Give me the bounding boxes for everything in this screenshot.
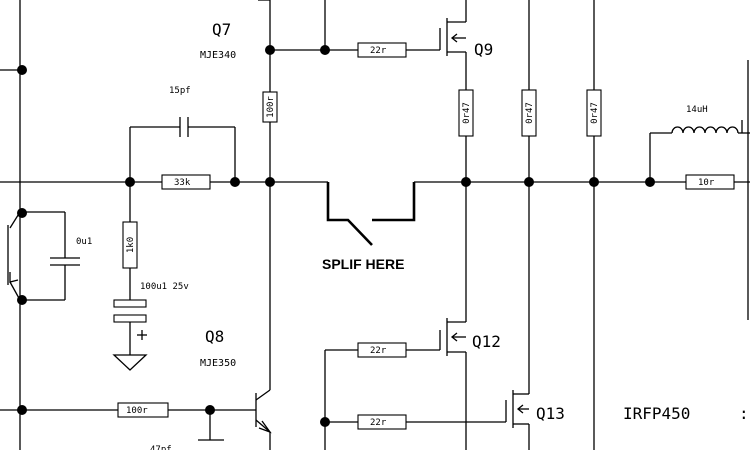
q13-part: IRFP450 — [623, 404, 690, 423]
split-marker — [326, 182, 416, 246]
c-47pf-label: 47pf — [150, 445, 172, 450]
capacitor-electrolytic — [113, 299, 147, 340]
q12-ref: Q12 — [472, 332, 501, 351]
resistor-q13-gate — [357, 414, 407, 430]
resistor-source-2 — [521, 89, 537, 137]
q7-ref: Q7 — [212, 20, 231, 39]
r-source-1-label: 0r47 — [462, 102, 472, 124]
inductor-14uh — [671, 126, 739, 134]
q8-ref: Q8 — [205, 327, 224, 346]
resistor-100r — [262, 91, 278, 123]
capacitor-15pf — [179, 117, 189, 137]
r-q12-gate-label: 22r — [370, 346, 387, 356]
resistor-1k0 — [122, 221, 138, 269]
r-source-3-label: 0r47 — [590, 102, 600, 124]
q8-part: MJE350 — [200, 358, 236, 369]
mosfet-arrows — [258, 33, 524, 434]
resistor-q9-gate — [357, 42, 407, 58]
split-annotation: SPLIF HERE — [322, 256, 404, 272]
resistor-source-3 — [586, 89, 602, 137]
r-1k0-label: 1k0 — [126, 237, 136, 253]
q13-ref: Q13 — [536, 404, 565, 423]
capacitors — [50, 117, 189, 340]
r-100r-bottom-label: 100r — [126, 406, 148, 416]
capacitor-0u1 — [50, 257, 80, 266]
r-10r-label: 10r — [698, 178, 715, 188]
resistor-33k — [161, 174, 211, 190]
resistor-10r — [685, 174, 735, 190]
trailing-mark: : — [739, 404, 749, 423]
resistor-source-1 — [458, 89, 474, 137]
resistors — [117, 42, 735, 430]
resistor-100r-bottom — [117, 402, 169, 418]
junction-dots — [17, 45, 655, 427]
l-14uh-label: 14uH — [686, 105, 708, 115]
ground-symbol — [112, 354, 148, 371]
q7-part: MJE340 — [200, 50, 236, 61]
left-transistor-emitter — [9, 272, 19, 283]
c-0u1-label: 0u1 — [76, 237, 92, 247]
c-15pf-label: 15pf — [169, 86, 191, 96]
r-q13-gate-label: 22r — [370, 418, 387, 428]
resistor-q12-gate — [357, 342, 407, 358]
q9-ref: Q9 — [474, 40, 493, 59]
c-100u-label: 100u1 25v — [140, 282, 189, 292]
r-source-2-label: 0r47 — [525, 102, 535, 124]
r-100r-label: 100r — [266, 96, 276, 118]
r-q9-gate-label: 22r — [370, 46, 387, 56]
labels: Q7 MJE340 Q9 Q8 MJE350 Q12 Q13 IRFP450 :… — [76, 20, 749, 450]
r-33k-label: 33k — [174, 178, 191, 188]
